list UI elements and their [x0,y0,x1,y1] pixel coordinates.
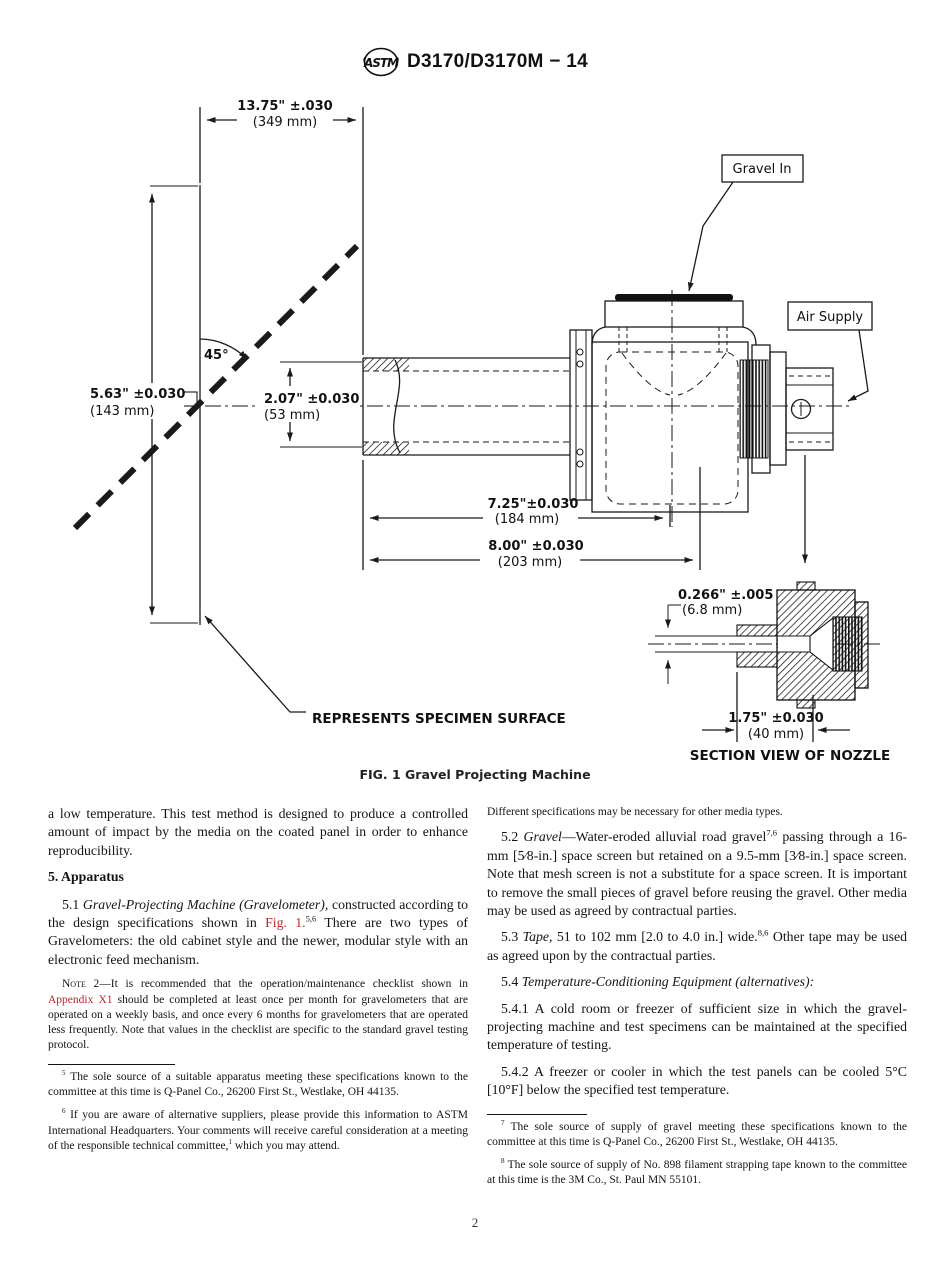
callouts: Gravel In Air Supply [204,154,873,713]
nozzle-bore [778,636,811,652]
specimen-panel-group [72,107,850,625]
dim-nozzle-in: 1.75" ±0.030 [728,711,823,726]
dim-nozzle-mm: (40 mm) [748,727,804,742]
footnote-ref[interactable]: 1 [228,1138,232,1147]
clause-number: 5.1 [62,896,83,912]
dim-overall-mm: (203 mm) [498,555,562,570]
paragraph-5-3: 5.3 Tape, 51 to 102 mm [2.0 to 4.0 in.] … [487,927,907,963]
dim-height-in: 5.63" ±0.030 [90,387,185,402]
dim-barrel-in: 7.25"±0.030 [488,497,579,512]
barrel-flange [569,329,593,501]
right-column: Different specifications may be necessar… [487,805,907,1197]
dim-bore-in: 0.266" ±.005 [678,588,773,603]
clause-number: 5.4 [501,974,522,990]
clause-number: 5.3 [501,929,523,945]
link-appendix-x1[interactable]: Appendix X1 [48,993,113,1006]
astm-logo-icon: ASTM [363,47,400,77]
hopper-rim [604,300,744,328]
footnote-ref[interactable]: 5,6 [305,913,317,924]
gravel-in-box [721,154,804,183]
dim-overall-in: 8.00" ±0.030 [488,539,583,554]
clause-title: Tape, [522,929,553,945]
note-label: Note 2 [62,978,100,991]
specimen-surface-label: REPRESENTS SPECIMEN SURFACE [312,711,566,727]
footnote-6: 6 If you are aware of alternative suppli… [48,1107,468,1152]
page-number: 2 [471,1215,479,1230]
retaining-nut [769,351,787,466]
barrel-break-line [393,359,401,454]
dim-standoff-mm: (349 mm) [253,115,317,130]
barrel-hatch-top [363,358,409,371]
dim-pipe-in: 2.07" ±0.030 [264,392,359,407]
air-supply-label: Air Supply [797,310,864,325]
body-columns: a low temperature. This test method is d… [48,805,908,1197]
footnote-7: 7 The sole source of supply of gravel me… [487,1118,907,1148]
paragraph-note-continuation: Different specifications may be necessar… [487,806,783,818]
footnote-ref[interactable]: 7,6 [766,827,778,838]
dim-standoff-in: 13.75" ±.030 [237,99,332,114]
length-dimensions [362,460,701,570]
footnote-rule-right [487,1113,587,1115]
paragraph-5-4: 5.4 Temperature-Conditioning Equipment (… [487,973,907,991]
paragraph-intro: a low temperature. This test method is d… [48,806,468,858]
gravel-in-label: Gravel In [733,162,792,177]
left-column: a low temperature. This test method is d… [48,805,468,1197]
clause-title: Gravel-Projecting Machine (Gravelometer)… [82,896,329,912]
standard-designation: D3170/D3170M − 14 [407,51,588,72]
dimension-texts: 13.75" ±.030 (349 mm) 5.63" ±0.030 (143 … [90,99,890,782]
link-fig-1[interactable]: Fig. 1. [265,915,306,931]
dim-pipe-mm: (53 mm) [264,408,320,423]
note-2: Note 2—It is recommended that the operat… [48,978,468,1052]
footnote-8: 8 The sole source of supply of No. 898 f… [487,1157,907,1187]
astm-logo-text: ASTM [363,56,399,70]
footnote-5: 5 The sole source of a suitable apparatu… [48,1068,468,1099]
hopper-cap [615,294,733,301]
section-heading-apparatus: 5. Apparatus [48,869,124,885]
threaded-joint [739,359,769,459]
trajectory-dashed-line [72,243,360,531]
dim-height-mm: (143 mm) [90,404,154,419]
paragraph-5-4-1: 5.4.1 A cold room or freezer of sufficie… [487,1000,907,1053]
paragraph-5-4-2: 5.4.2 A freezer or cooler in which the t… [487,1063,907,1098]
nozzle-thread-insert [832,616,863,672]
clause-number: 5.2 [501,829,524,845]
specimen-leader [204,615,306,713]
clause-title: Temperature-Conditioning Equipment (alte… [521,974,815,990]
nozzle-section-view [648,581,882,742]
gravelometer-assembly [362,290,834,527]
barrel-hatch-bottom [363,442,409,455]
tee-body [591,341,749,513]
page-header: ASTM D3170/D3170M − 14 [0,46,950,78]
clause-title: Gravel [523,829,562,845]
angle-label: 45° [204,348,229,363]
air-supply-fitting [785,367,834,451]
dim-barrel-mm: (184 mm) [495,512,559,527]
figure-gravel-projecting-machine: Gravel In Air Supply [72,99,890,782]
footnote-rule-left [48,1063,175,1065]
paragraph-5-2: 5.2 Gravel—Water-eroded alluvial road gr… [487,827,908,918]
dim-bore-mm: (6.8 mm) [682,603,742,618]
figure-caption: FIG. 1 Gravel Projecting Machine [359,767,590,782]
air-supply-box [787,301,873,331]
dimension-text-backgrounds [84,112,580,568]
footnote-ref[interactable]: 8,6 [757,927,769,938]
section-view-label: SECTION VIEW OF NOZZLE [690,748,890,764]
paragraph-5-1: 5.1 Gravel-Projecting Machine (Gravelome… [48,896,468,967]
